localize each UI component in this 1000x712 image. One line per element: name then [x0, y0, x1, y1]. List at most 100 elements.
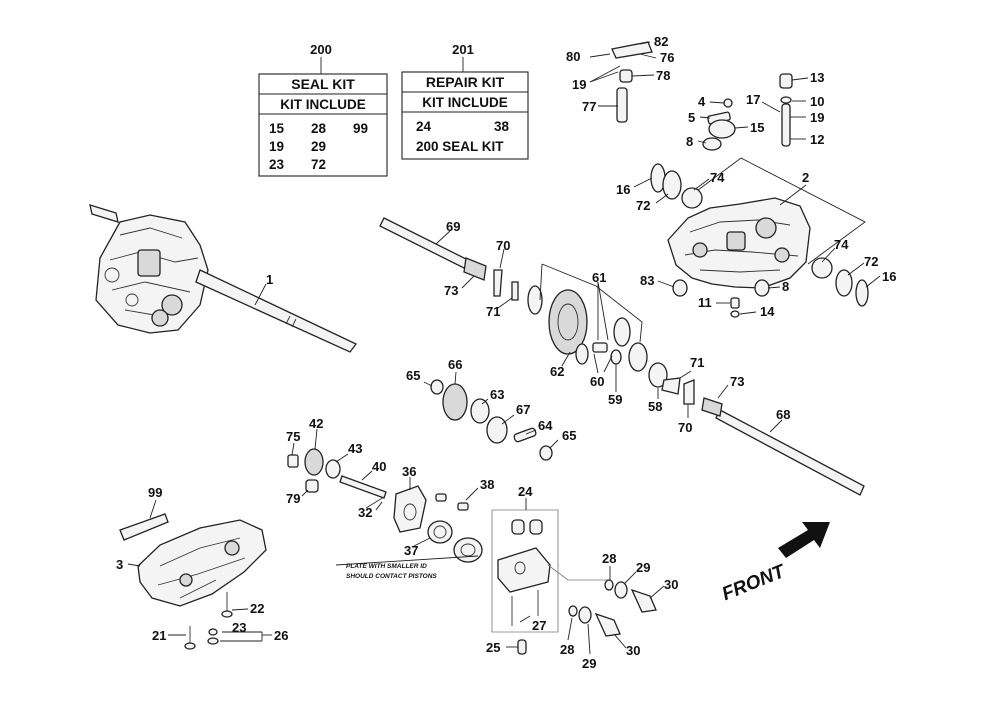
fittings — [568, 579, 657, 637]
callout-label: 76 — [660, 50, 674, 65]
repair-kit-item: 24 — [416, 119, 432, 134]
callout-label: 2 — [802, 170, 809, 185]
callout-label: 16 — [616, 182, 630, 197]
top-right-small-parts — [611, 41, 869, 318]
callout-label: 10 — [810, 94, 824, 109]
callout-label: 38 — [480, 477, 494, 492]
repair-kit-box: 201 REPAIR KIT KIT INCLUDE 24 38 200 SEA… — [401, 42, 529, 160]
callout-label: 29 — [582, 656, 596, 671]
callout-label: 61 — [592, 270, 606, 285]
callout-label: 25 — [486, 640, 500, 655]
callout-label: 24 — [518, 484, 533, 499]
plate-note: PLATE WITH SMALLER ID SHOULD CONTACT PIS… — [335, 555, 479, 580]
callout-label: 75 — [286, 429, 300, 444]
axle-69 — [379, 217, 487, 281]
callout-label: 74 — [834, 237, 849, 252]
callout-label: 70 — [496, 238, 510, 253]
callout-label: 16 — [882, 269, 896, 284]
seal-kit-ref: 200 — [310, 42, 332, 57]
callout-label: 59 — [608, 392, 622, 407]
callout-label: 29 — [636, 560, 650, 575]
callout-label: 36 — [402, 464, 416, 479]
callout-label: 78 — [656, 68, 670, 83]
callout-label: 72 — [636, 198, 650, 213]
seal-kit-item: 99 — [353, 121, 368, 136]
callout-label: 72 — [864, 254, 878, 269]
callout-label: 37 — [404, 543, 418, 558]
callout-label: 32 — [358, 505, 372, 520]
callout-label: 64 — [538, 418, 553, 433]
upper-housing — [667, 157, 866, 289]
callout-label: 70 — [678, 420, 692, 435]
center-section-24 — [491, 509, 608, 655]
callout-label: 68 — [776, 407, 790, 422]
callout-label: 22 — [250, 601, 264, 616]
callout-label: 30 — [664, 577, 678, 592]
seal-kit-item: 15 — [269, 121, 285, 136]
callout-label: 99 — [148, 485, 162, 500]
front-direction-arrow: FRONT — [719, 522, 830, 605]
callout-label: 40 — [372, 459, 386, 474]
repair-kit-item: 38 — [494, 119, 510, 134]
callout-label: 67 — [516, 402, 530, 417]
callout-label: 14 — [760, 304, 775, 319]
seal-kit-item: 28 — [311, 121, 327, 136]
callout-label: 82 — [654, 34, 668, 49]
callout-label: 60 — [590, 374, 604, 389]
front-label: FRONT — [719, 561, 789, 606]
callout-label: 4 — [698, 94, 706, 109]
seal-kit-subtitle: KIT INCLUDE — [280, 97, 366, 112]
callout-label: 27 — [532, 618, 546, 633]
callout-label: 65 — [562, 428, 576, 443]
callout-label: 28 — [602, 551, 616, 566]
repair-kit-subtitle: KIT INCLUDE — [422, 95, 508, 110]
seal-kit-item: 19 — [269, 139, 284, 154]
callout-label: 74 — [710, 170, 725, 185]
callout-label: 5 — [688, 110, 695, 125]
callout-label: 58 — [648, 399, 662, 414]
callout-label: 69 — [446, 219, 460, 234]
transaxle-assembly — [89, 204, 357, 353]
seal-kit-item: 72 — [311, 157, 326, 172]
repair-kit-ref: 201 — [452, 42, 474, 57]
callout-label: 79 — [286, 491, 300, 506]
leader-lines — [127, 41, 881, 655]
callout-label: 73 — [730, 374, 744, 389]
callout-label: 73 — [444, 283, 458, 298]
note-line-2: SHOULD CONTACT PISTONS — [346, 573, 437, 580]
callout-label: 43 — [348, 441, 362, 456]
callout-label: 23 — [232, 620, 246, 635]
callout-label: 11 — [698, 295, 712, 310]
callout-label: 83 — [640, 273, 654, 288]
callout-label: 12 — [810, 132, 824, 147]
callout-label: 42 — [309, 416, 323, 431]
callout-numbers: 80 82 76 19 78 77 13 4 17 10 5 15 19 8 1… — [116, 34, 896, 671]
callout-label: 13 — [810, 70, 824, 85]
seal-kit-title: SEAL KIT — [291, 76, 355, 92]
callout-label: 19 — [572, 77, 586, 92]
callout-label: 71 — [486, 304, 500, 319]
callout-label: 80 — [566, 49, 580, 64]
callout-label: 66 — [448, 357, 462, 372]
callout-label: 71 — [690, 355, 704, 370]
seal-kit-box: 200 SEAL KIT KIT INCLUDE 15 28 99 19 29 … — [258, 42, 388, 177]
callout-label: 77 — [582, 99, 596, 114]
note-line-1: PLATE WITH SMALLER ID — [346, 563, 427, 570]
repair-kit-extra: 200 SEAL KIT — [416, 139, 504, 154]
callout-label: 26 — [274, 628, 288, 643]
callout-label: 28 — [560, 642, 574, 657]
callout-label: 17 — [746, 92, 760, 107]
gear-train — [493, 263, 695, 405]
callout-label: 19 — [810, 110, 824, 125]
callout-label: 8 — [782, 279, 789, 294]
callout-label: 15 — [750, 120, 764, 135]
seal-kit-item: 23 — [269, 157, 285, 172]
callout-label: 21 — [152, 628, 166, 643]
axle-68 — [701, 397, 865, 496]
lower-housing — [137, 519, 267, 607]
callout-label: 65 — [406, 368, 420, 383]
repair-kit-title: REPAIR KIT — [426, 74, 505, 90]
callout-label: 3 — [116, 557, 123, 572]
